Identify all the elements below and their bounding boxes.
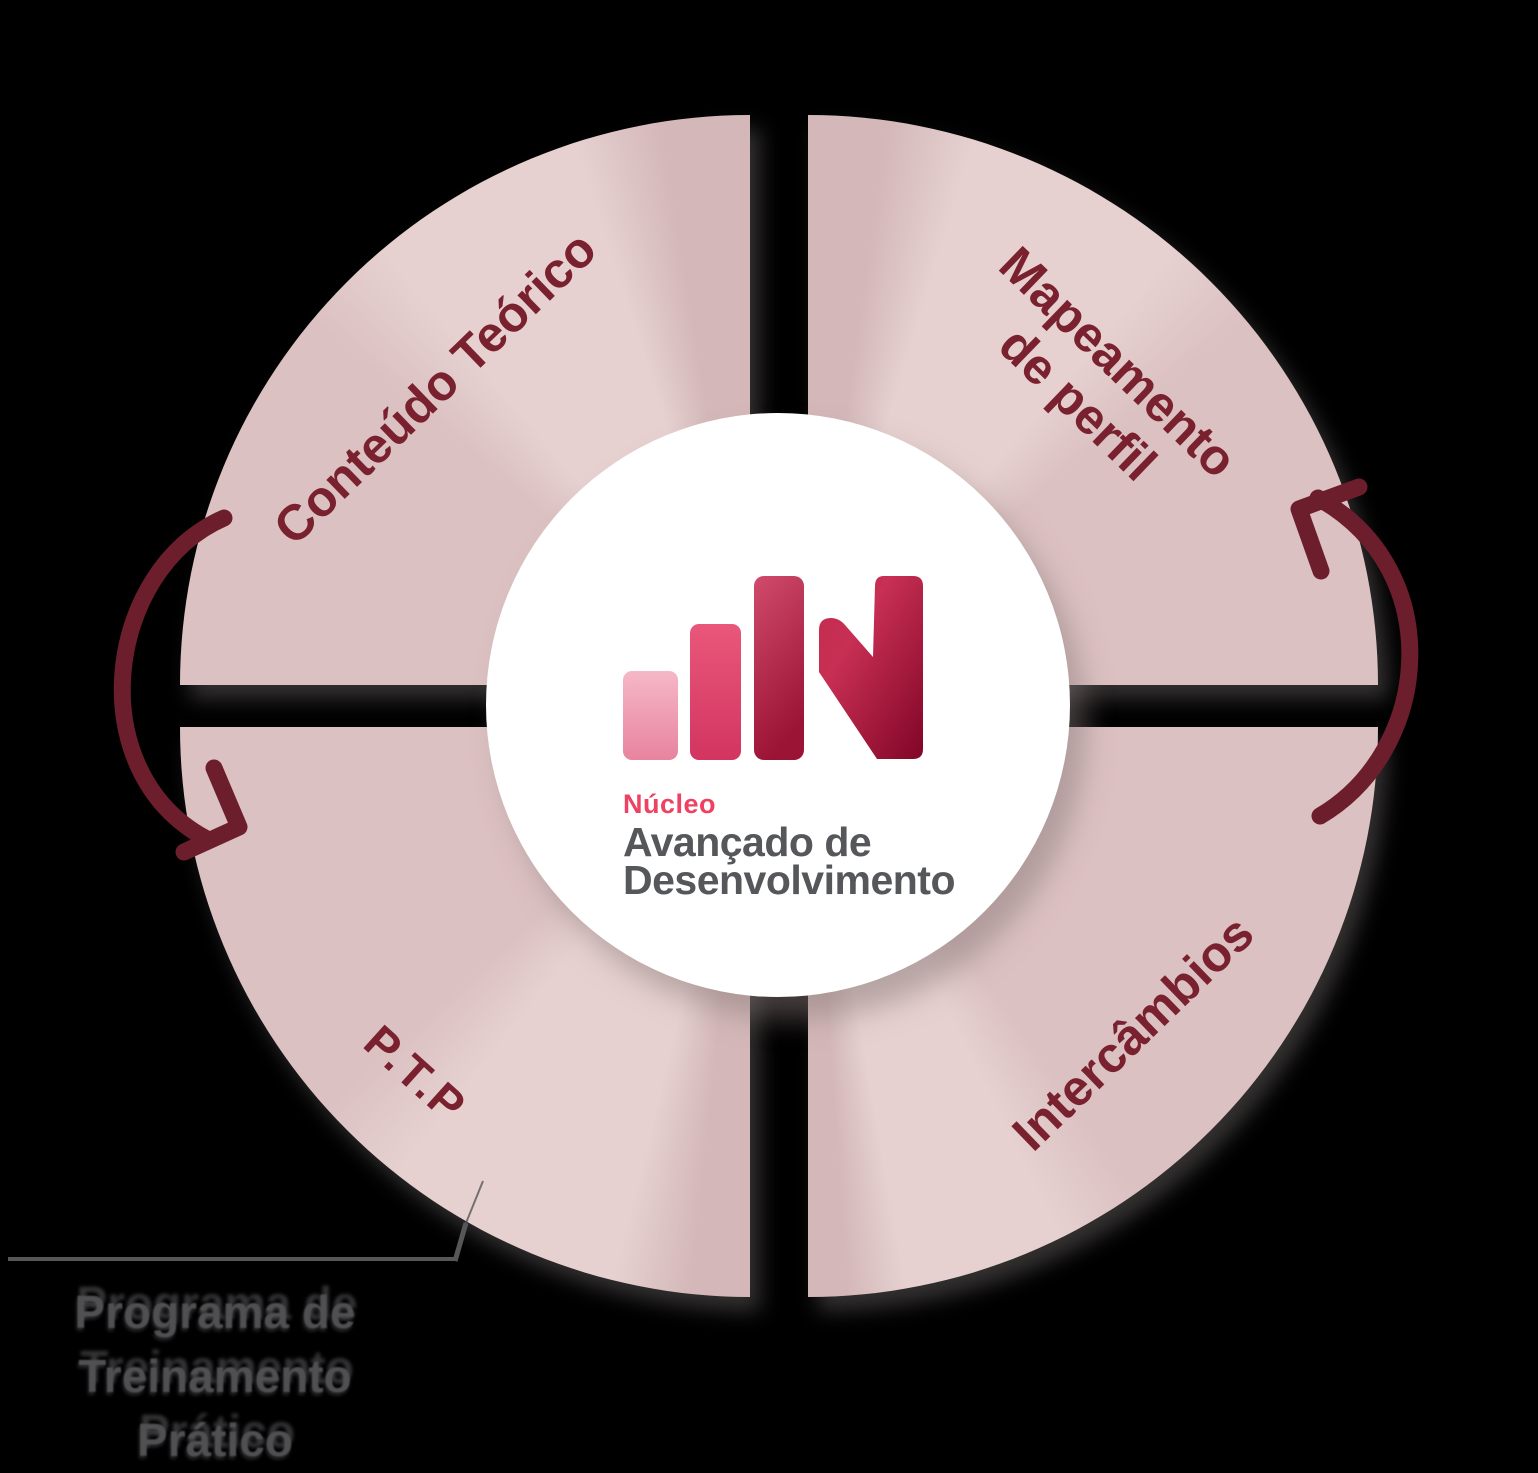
- caption-line2: Treinamento: [78, 1350, 352, 1402]
- logo-name-line2: Desenvolvimento: [623, 857, 956, 903]
- center-circle: Núcleo Avançado de Desenvolvimento: [486, 413, 1070, 997]
- logo-bar-medium: [690, 624, 741, 760]
- logo-wordmark: Núcleo Avançado de Desenvolvimento: [623, 789, 956, 903]
- logo-bar-small: [623, 671, 678, 760]
- caption-connector-line: [8, 1180, 484, 1262]
- bar-chart-n-logo-icon: [623, 576, 923, 760]
- caption-line1: Programa de: [74, 1286, 356, 1338]
- caption-line3: Prático: [137, 1414, 293, 1466]
- logo-name-line1: Avançado de: [623, 819, 872, 865]
- logo-kicker: Núcleo: [623, 789, 717, 819]
- logo-letter-n: [819, 576, 923, 759]
- caption-ptp-meaning: Programa de Treinamento Prático: [40, 1280, 390, 1472]
- logo-bar-tall: [754, 576, 804, 760]
